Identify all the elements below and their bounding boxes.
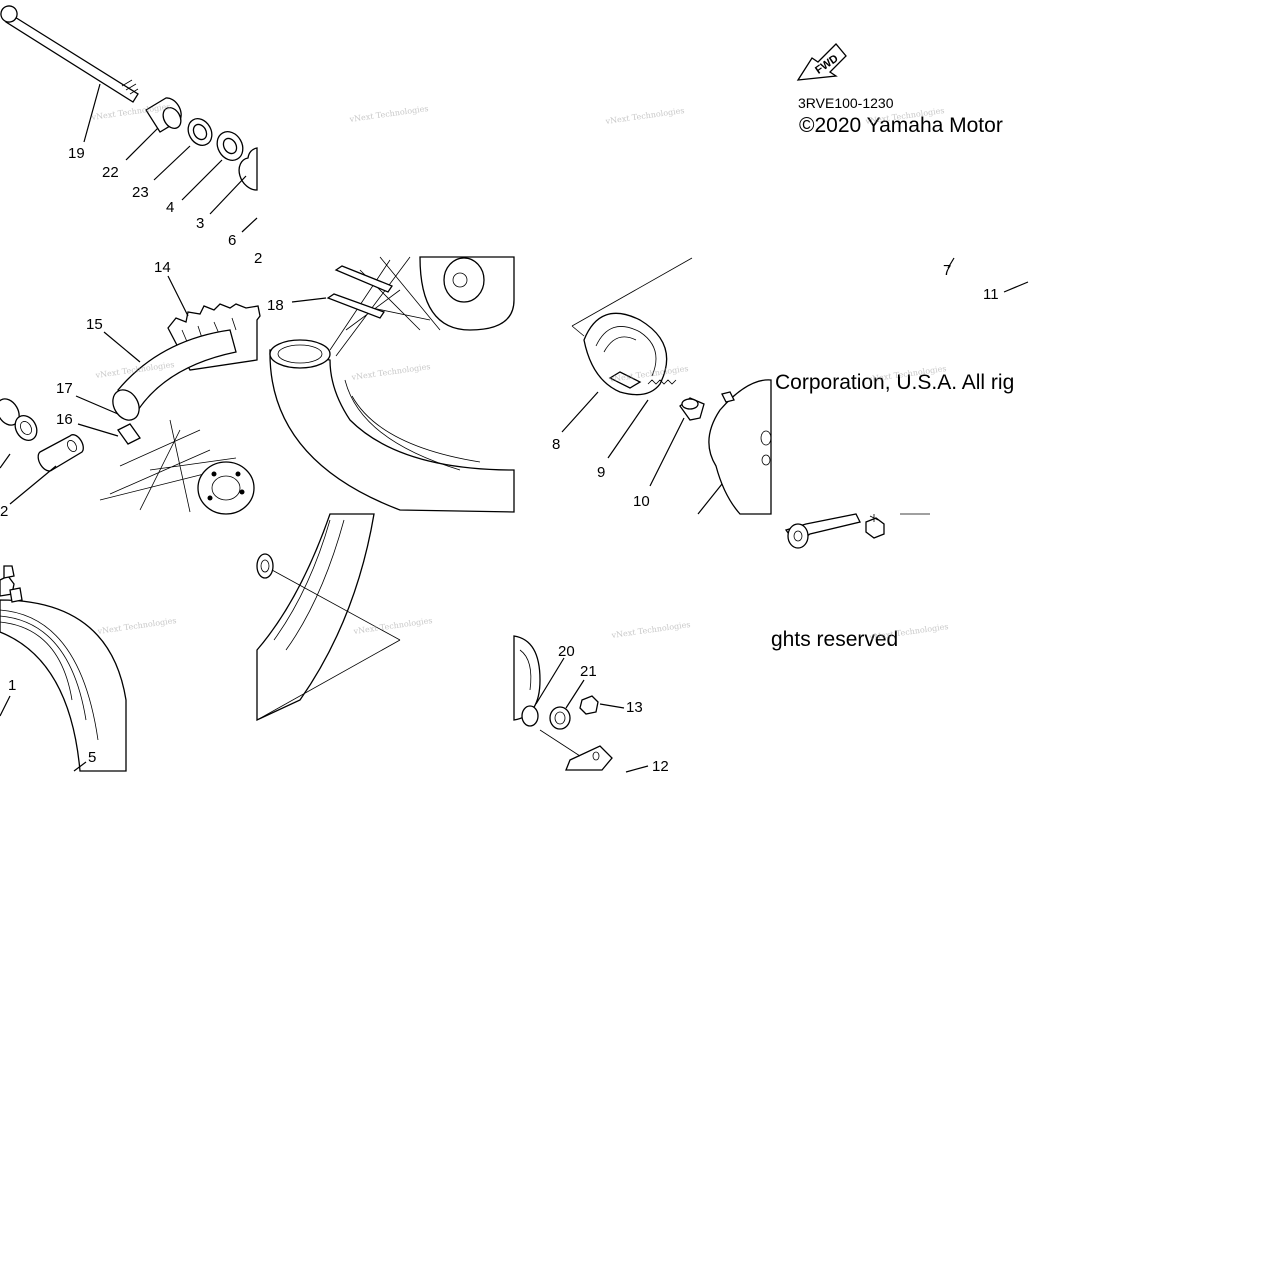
rim-and-spokes [269,256,515,513]
callout-5: 5 [88,749,96,766]
rim-lower [256,513,401,722]
callout-23: 23 [132,184,149,201]
callout-17: 17 [56,380,73,397]
callout-8: 8 [552,436,560,453]
watermark: vNext Technologies [348,104,429,124]
leader-lines-brake [561,391,723,515]
callout-1: 1 [8,677,16,694]
brake-arm-assembly [947,257,1029,293]
callout-18: 18 [267,297,284,314]
callout-16: 16 [56,411,73,428]
fwd-arrow-icon: FWD [796,43,847,81]
callout-12: 12 [652,758,669,775]
watermark: vNext Technologies [610,620,691,640]
callout-14: 14 [154,259,171,276]
callout-19: 19 [68,145,85,162]
callout-9: 9 [597,464,605,481]
tire-and-tube-assembly [0,303,261,515]
callout-6: 6 [228,232,236,249]
leader-lines-hardware [535,657,649,773]
callout-10: 10 [633,493,650,510]
watermark: vNext Technologies [352,616,433,636]
copyright-line-1: ©2020 Yamaha Motor [799,114,1003,137]
callout-2b: 2 [254,250,262,267]
leader-line-18 [291,297,327,303]
watermark: vNext Technologies [96,616,177,636]
brake-arm-and-bolt [784,513,930,549]
watermark: vNext Technologies [868,622,949,642]
leader-lines-tire [0,275,189,505]
watermark: vNext Technologies [604,106,685,126]
callout-2: 2 [0,503,8,520]
callout-3: 3 [196,215,204,232]
callout-20: 20 [558,643,575,660]
callout-4: 4 [166,199,174,216]
callout-11: 11 [983,286,999,303]
callout-numbers: 19 22 23 4 3 6 2 14 15 17 16 2 18 8 9 10… [0,145,999,775]
axle-assembly [0,5,258,191]
watermark: vNext Technologies [350,362,431,382]
tire-lower [0,565,127,772]
catalog-code: 3RVE100-1230 [798,95,894,111]
leader-lines-axle [83,83,258,233]
callout-22: 22 [102,164,119,181]
callout-13: 13 [626,699,643,716]
leader-lines-lower-tire [0,695,87,772]
copyright-line-3: ghts reserved [771,628,898,651]
callout-21: 21 [580,663,597,680]
brake-panel-hardware [513,635,613,771]
copyright-line-2: Corporation, U.S.A. All rig [775,371,1014,394]
callout-15: 15 [86,316,103,333]
callout-7: 7 [943,262,951,279]
brake-shoe-assembly [571,257,772,515]
